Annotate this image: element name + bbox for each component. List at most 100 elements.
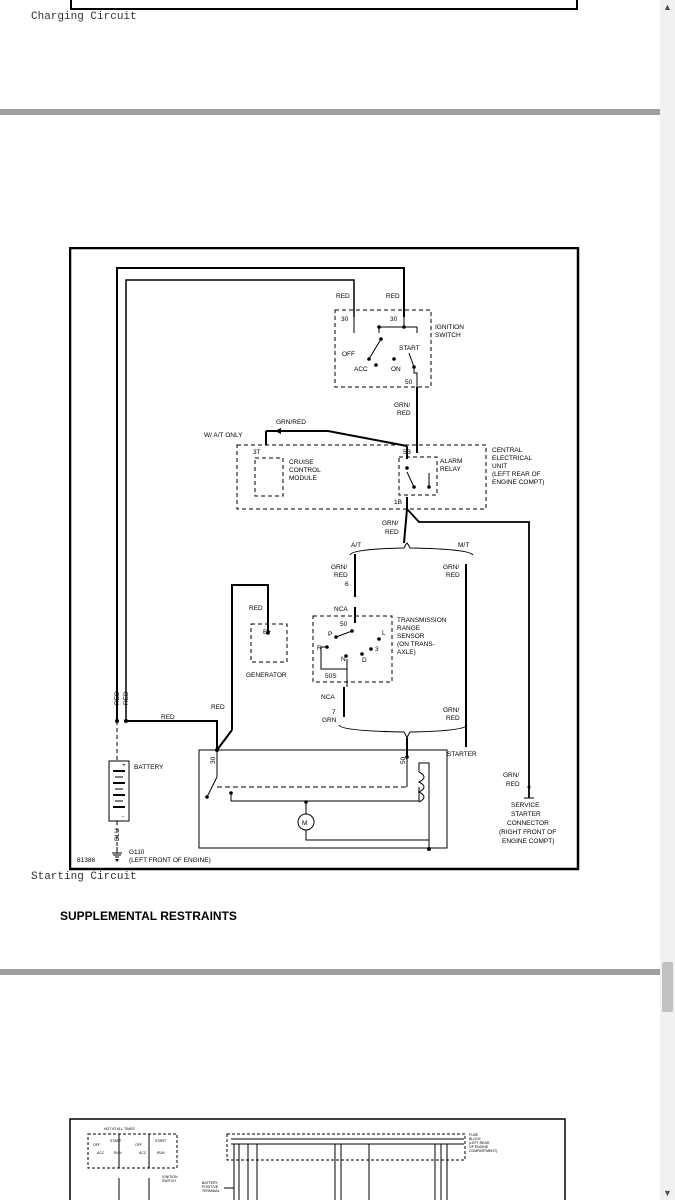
wire-label: RED xyxy=(385,529,399,536)
diagram-label: POSITIVE xyxy=(202,1185,219,1189)
terminal-label: 1B xyxy=(394,499,402,506)
gear-position: P xyxy=(328,631,332,638)
gear-position: D xyxy=(362,657,367,664)
terminal-label: 30 xyxy=(390,316,398,323)
scroll-down-arrow-icon[interactable]: ▼ xyxy=(663,1188,672,1198)
diagram-label: BLOCK xyxy=(469,1137,482,1141)
wire-label: GRN/ xyxy=(443,707,459,714)
terminal-label: + xyxy=(122,762,126,769)
component-label: (ON TRANS- xyxy=(397,641,435,648)
wire-label: RED xyxy=(211,704,225,711)
diagram-label: FUSE xyxy=(469,1133,479,1137)
component-label: CONTROL xyxy=(289,467,321,474)
gear-position: N xyxy=(341,656,346,663)
ground-label: (LEFT FRONT OF ENGINE) xyxy=(129,857,211,864)
terminal-label: 50 xyxy=(405,379,413,386)
branch-label: A/T xyxy=(351,542,361,549)
diagram-label: START xyxy=(110,1139,122,1143)
motor-label: M xyxy=(302,820,307,827)
figure-code: 81386 xyxy=(77,857,95,864)
terminal-label: 7 xyxy=(332,709,336,716)
connector-label: NCA xyxy=(334,606,348,613)
section-divider xyxy=(0,969,660,975)
switch-position: ACC xyxy=(354,366,368,373)
wire-label: RED xyxy=(446,572,460,579)
connector-label: NCA xyxy=(321,694,335,701)
scrollbar-thumb[interactable] xyxy=(662,962,673,1012)
component-label: GENERATOR xyxy=(246,672,287,679)
diagram-label: RUN xyxy=(157,1151,165,1155)
wire-label: RED xyxy=(386,293,400,300)
diagram-label: TERMINAL xyxy=(202,1189,220,1193)
diagram-label: OFF xyxy=(93,1143,100,1147)
restraints-diagram: HOT AT ALL TIMES OFF START ACC RUN OFF S… xyxy=(69,1118,566,1200)
component-label: RANGE xyxy=(397,625,421,632)
terminal-label: 30 xyxy=(210,756,217,764)
diagram-label: RUN xyxy=(114,1151,122,1155)
diagram-label: HOT AT ALL TIMES xyxy=(104,1127,135,1131)
wire-label: RED xyxy=(249,605,263,612)
component-label: STARTER xyxy=(447,751,477,758)
terminal-label: 5B xyxy=(403,449,411,456)
terminal-label: 30 xyxy=(341,316,349,323)
wire-label: GRN/ xyxy=(382,520,398,527)
scroll-up-arrow-icon[interactable]: ▲ xyxy=(663,2,672,12)
gear-position: R xyxy=(317,645,322,652)
wire-label: RED xyxy=(446,715,460,722)
component-label: AXLE) xyxy=(397,649,416,656)
component-label: SENSOR xyxy=(397,633,425,640)
terminal-label: 6 xyxy=(345,581,349,588)
component-label: RELAY xyxy=(440,466,461,473)
terminal-label: 50S xyxy=(325,673,337,680)
diagram-label: START xyxy=(155,1139,167,1143)
component-label: TRANSMISSION xyxy=(397,617,447,624)
diagram-label: (LEFT REAR xyxy=(469,1141,490,1145)
diagram-label: ACC xyxy=(139,1151,147,1155)
wire-label: GRN/RED xyxy=(276,419,306,426)
component-label: IGNITION xyxy=(435,324,464,331)
diagram-label: OFF xyxy=(135,1143,142,1147)
component-label: ELECTRICAL xyxy=(492,455,532,462)
wire-label: GRN/ xyxy=(503,772,519,779)
component-label: (LEFT REAR OF xyxy=(492,471,541,478)
diagram-label: IGNITION xyxy=(162,1175,178,1179)
terminal-label: 50 xyxy=(340,621,348,628)
wire-label: RED xyxy=(336,293,350,300)
vertical-scrollbar[interactable]: ▲ ▼ xyxy=(660,0,675,1200)
charging-circuit-caption: Charging Circuit xyxy=(31,11,137,23)
component-label: MODULE xyxy=(289,475,317,482)
diagram-label: ACC xyxy=(97,1151,105,1155)
wire-label: GRN/ xyxy=(331,564,347,571)
diagram-label: COMPARTMENT) xyxy=(469,1149,497,1153)
wire-label: RED xyxy=(397,410,411,417)
component-label: SERVICE xyxy=(511,802,540,809)
switch-position: OFF xyxy=(342,351,355,358)
switch-position: START xyxy=(399,345,420,352)
terminal-label: - xyxy=(122,813,124,820)
wire-label: W/ A/T ONLY xyxy=(204,432,243,439)
wire-label: RED xyxy=(334,572,348,579)
branch-label: M/T xyxy=(458,542,469,549)
terminal-label: B+ xyxy=(263,629,271,636)
component-label: BATTERY xyxy=(134,764,164,771)
component-label: STARTER xyxy=(511,811,541,818)
component-label: ENGINE COMPT) xyxy=(502,838,554,845)
wire-label: GRN/ xyxy=(443,564,459,571)
wire-label: BLU xyxy=(114,828,121,841)
component-label: CENTRAL xyxy=(492,447,523,454)
gear-position: 3 xyxy=(375,646,379,653)
component-label: ENGINE COMPT) xyxy=(492,479,544,486)
diagram-label: SWITCH xyxy=(162,1179,176,1183)
terminal-label: 50 xyxy=(400,756,407,764)
diagram-label: OF ENGINE xyxy=(469,1145,489,1149)
charging-diagram-frame: 81387 xyxy=(70,0,578,10)
switch-position: ON xyxy=(391,366,401,373)
component-label: ALARM xyxy=(440,458,462,465)
component-label: CRUISE xyxy=(289,459,314,466)
ground-label: G110 xyxy=(129,849,145,856)
wire-label: RED xyxy=(114,691,121,705)
gear-position: L xyxy=(382,630,386,637)
section-divider xyxy=(0,109,660,115)
section-heading: SUPPLEMENTAL RESTRAINTS xyxy=(60,909,237,923)
component-label: CONNECTOR xyxy=(507,820,549,827)
